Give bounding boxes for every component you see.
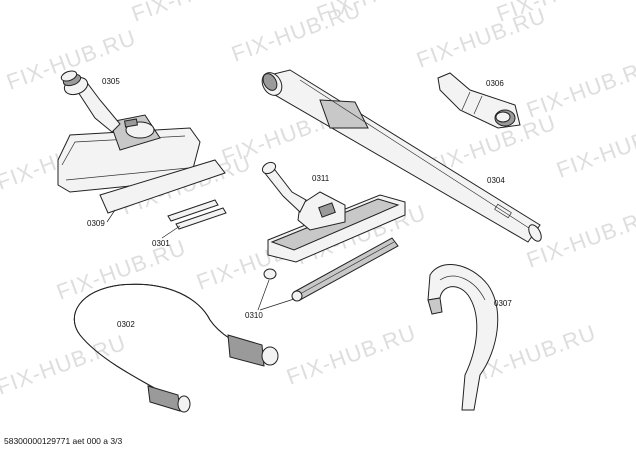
document-reference: 58300000129771 aet 000 a 3/3	[4, 436, 122, 446]
part-label-0309: 0309	[87, 219, 105, 228]
hard-floor-nozzle-part	[261, 161, 406, 263]
part-label-0301: 0301	[152, 239, 170, 248]
leader-0310-a	[257, 279, 270, 311]
part-label-0302: 0302	[117, 320, 135, 329]
watermark-text: FIX-HUB.RU	[413, 3, 549, 73]
watermark-text: FIX-HUB.RU	[128, 0, 264, 27]
part-labels: 0305 0306 0311 0304 0309 0301 0302 0310 …	[87, 77, 512, 329]
part-label-0305: 0305	[102, 77, 120, 86]
watermark-text: FIX-HUB.RU	[228, 0, 364, 67]
telescopic-tube-part	[261, 69, 542, 243]
leader-lines	[106, 209, 295, 311]
leader-0309	[106, 209, 116, 223]
watermark-text: FIX-HUB.RU	[523, 53, 636, 123]
part-label-0306: 0306	[486, 79, 504, 88]
hose-part	[73, 283, 279, 413]
strip-part-0309	[99, 159, 226, 214]
part-label-0304: 0304	[487, 176, 505, 185]
part-label-0307: 0307	[494, 299, 512, 308]
leader-0301	[161, 225, 181, 239]
watermark-text: FIX-HUB.RU	[283, 320, 419, 390]
watermark-text: FIX-HUB.RU	[553, 113, 636, 183]
part-label-0310: 0310	[245, 311, 263, 320]
brush-strips-part-0310	[263, 237, 399, 302]
handle-part	[427, 264, 499, 411]
part-label-0311: 0311	[312, 174, 330, 183]
leader-0310-b	[259, 298, 295, 311]
watermark-text: FIX-HUB.RU	[0, 330, 129, 400]
adapter-part-0306	[437, 72, 521, 129]
strips-part-0301	[167, 199, 227, 230]
